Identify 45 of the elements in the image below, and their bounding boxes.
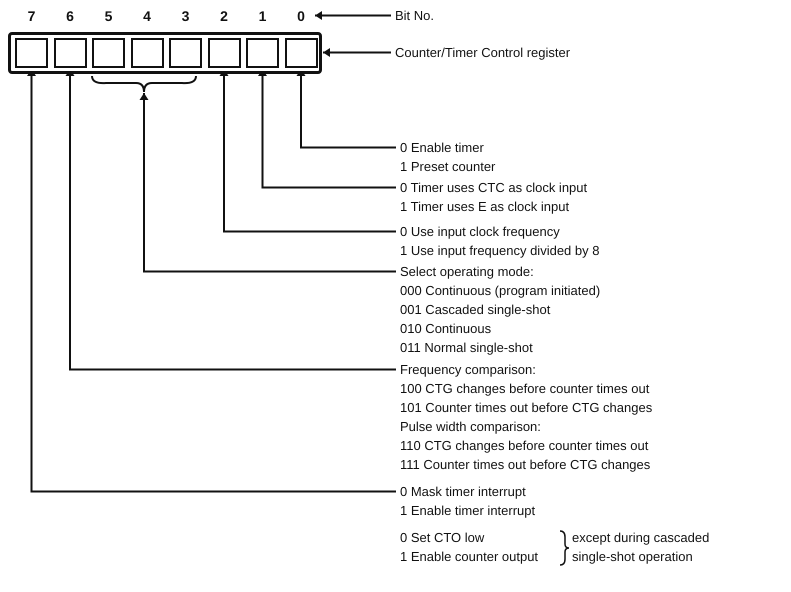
description-text: 1 Use input frequency divided by 8: [400, 242, 600, 260]
bit-number: 2: [219, 8, 229, 24]
description-text: 101 Counter times out before CTG changes: [400, 399, 652, 417]
description-text: 111 Counter times out before CTG changes: [400, 456, 652, 474]
description-text: 1 Preset counter: [400, 158, 496, 176]
description-text: 0 Timer uses CTC as clock input: [400, 179, 588, 197]
annotation-text: Counter/Timer Control register: [395, 43, 570, 62]
description-text: 011 Normal single-shot: [400, 339, 534, 357]
bit-number: 6: [65, 8, 75, 24]
note-text: 1 Enable counter output: [400, 548, 538, 566]
bit-number: 1: [258, 8, 268, 24]
description-text: 000 Continuous (program initiated): [400, 282, 600, 300]
annotation-text: Bit No.: [395, 6, 434, 25]
arrow: [323, 49, 391, 56]
curly-brace: [91, 76, 197, 93]
bit-cell: [92, 38, 125, 68]
bit-cell: [169, 38, 202, 68]
bit-cell: [284, 38, 318, 68]
description-text: 110 CTG changes before counter times out: [400, 437, 650, 455]
register-box: [8, 32, 322, 74]
bit-number: 7: [26, 8, 36, 24]
description-text: Frequency comparison:: [400, 361, 537, 379]
bit-cell: [246, 38, 279, 68]
bit-cell: [54, 38, 86, 68]
bit-number: 3: [180, 8, 190, 24]
description-text: 0 Mask timer interrupt: [400, 483, 527, 501]
bit-number: 5: [104, 8, 114, 24]
arrow: [140, 93, 396, 272]
description-text: 001 Cascaded single-shot: [400, 301, 552, 319]
description-text: 0 Use input clock frequency: [400, 223, 561, 241]
bit-cell: [130, 38, 164, 68]
bit-cell: [15, 38, 48, 68]
description-text: Select operating mode:: [400, 263, 535, 281]
description-text: 1 Enable timer interrupt: [400, 502, 536, 520]
bit-number: 4: [142, 8, 152, 24]
note-text: except during cascaded single-shot operation: [572, 529, 710, 566]
description-text: 0 Enable timer: [400, 139, 485, 157]
description-text: Pulse width comparison:: [400, 418, 542, 436]
bit-number: 0: [296, 8, 306, 24]
description-text: 010 Continuous: [400, 320, 492, 338]
arrow: [315, 12, 391, 19]
bit-cell: [208, 38, 240, 68]
description-text: 100 CTG changes before counter times out: [400, 380, 650, 398]
note-text: 0 Set CTO low: [400, 529, 484, 547]
description-text: 1 Timer uses E as clock input: [400, 198, 570, 216]
